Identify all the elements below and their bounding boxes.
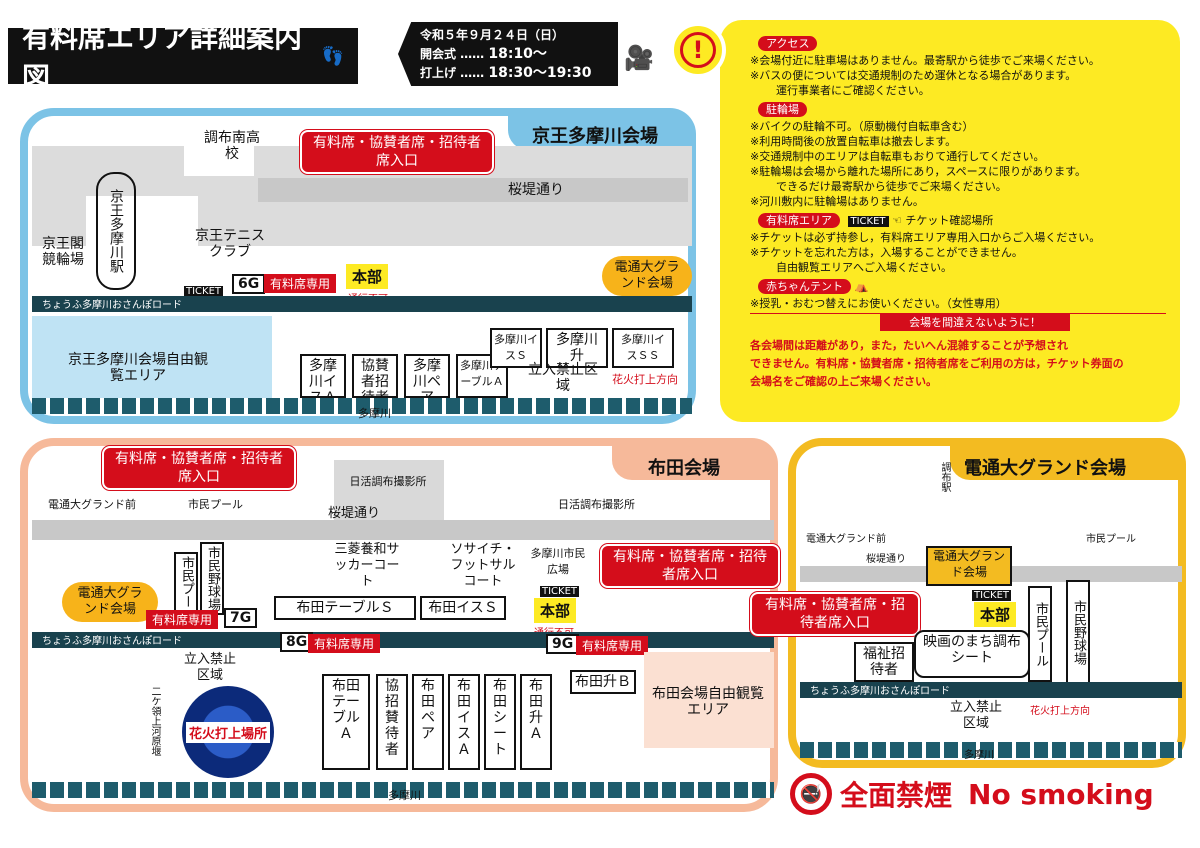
venue-title: 布田会場 (648, 458, 720, 479)
dentsu-label: 電通大グランド会場 (62, 582, 158, 622)
sakura-street (258, 178, 688, 202)
walk-road: ちょうふ多摩川おさんぽロード (32, 632, 774, 648)
seat-masu-b[interactable]: 布田升Ｂ (570, 670, 636, 694)
baby-tent-tag: 赤ちゃんテント (758, 279, 851, 294)
sakura-street (32, 520, 774, 540)
dentsu-venue-map: 電通大グランド会場 調布駅 電通大グランド前 市民プール 桜堤通り 電通大グラン… (750, 438, 1186, 768)
gate-6g: 6G (232, 274, 266, 294)
gate-7g: 7G (224, 608, 258, 628)
page-title: 有料席エリア詳細案内図 👣 (8, 21, 358, 94)
seat-isu-s[interactable]: 多摩川イスＳ (490, 328, 542, 368)
bike-tag: 駐輪場 (758, 102, 807, 117)
walk-road: ちょうふ多摩川おさんぽロード (32, 296, 692, 312)
seat-isu-a[interactable]: 多摩川イスＡ (300, 354, 346, 406)
gate-9g: 9G (546, 634, 580, 654)
keio-hq: 本部 (346, 264, 389, 289)
keio-venue-map: 京王多摩川会場 調布南高校 桜堤通り 京王多摩川駅 京王閣競輪場 京王テニスクラ… (20, 108, 696, 424)
launch-site: 花火打上場所 (182, 686, 274, 778)
seat-pair[interactable]: 多摩川ペア (404, 354, 450, 406)
warning-text: 各会場間は距離があり，また，たいへん混雑することが予想され できません。有料席・… (750, 339, 1124, 388)
seat-masu[interactable]: 多摩川升 (546, 328, 608, 368)
dentsu-entry[interactable]: 有料席・協賛者席・招待者席入口 (750, 592, 920, 636)
venue-title: 京王多摩川会場 (532, 126, 658, 147)
river-wave (32, 398, 692, 414)
paid-lane: 有料席専用 (264, 274, 337, 293)
fuda-entry-east[interactable]: 有料席・協賛者席・招待者席入口 (600, 544, 780, 588)
fuda-hq: 本部 (534, 598, 577, 623)
seat-table-a[interactable]: 布田テーブルＡ (322, 674, 370, 770)
fuda-venue-map: 布田会場 日活調布撮影所 電通大グランド前 市民プール 日活調布撮影所 桜堤通り… (20, 438, 780, 812)
footprints-icon: 👣 (321, 45, 344, 67)
seat-table-a[interactable]: 多摩川テーブルＡ (456, 354, 508, 398)
warning-title: 会場を間違えないように！ (880, 314, 1070, 331)
school-label: 調布南高校 (204, 130, 260, 162)
seat-pair[interactable]: 布田ペア (412, 674, 444, 770)
ticket-badge: TICKET (184, 286, 224, 297)
station-label: 京王多摩川駅 (96, 172, 136, 290)
seat-isu-ss[interactable]: 多摩川イスＳＳ (612, 328, 674, 368)
fuda-entry-west[interactable]: 有料席・協賛者席・招待者席入口 (102, 446, 296, 490)
no-smoking-sign: 🚭 全面禁煙 No smoking (790, 770, 1180, 818)
seat-isu-a[interactable]: 布田イスＡ (448, 674, 480, 770)
seat-sponsor[interactable]: 協招賛待者 (376, 674, 408, 770)
seat-isu-s[interactable]: 布田イスＳ (420, 596, 506, 620)
no-smoking-icon: 🚭 (790, 773, 832, 815)
seat-table-s[interactable]: 布田テーブルＳ (274, 596, 416, 620)
gate-8g: 8G (280, 632, 314, 652)
pointing-hand-icon: ☜ (892, 214, 902, 227)
restricted-label: 立入禁止区域 (528, 362, 598, 394)
tennis-label: 京王テニスクラブ (195, 228, 265, 260)
keirin-label: 京王閣競輪場 (42, 236, 84, 268)
event-schedule: 令和５年９月２４日（日） 開会式 …… 18:10～ 打上げ …… 18:30～… (398, 22, 618, 86)
river-wave (32, 782, 774, 798)
exclamation-icon: ! (670, 22, 726, 78)
seat-masu-a[interactable]: 布田升Ａ (520, 674, 552, 770)
seat-sheet[interactable]: 布田シート (484, 674, 516, 770)
venue-box: 電通大グランド会場 (926, 546, 1012, 586)
tent-icon: ⛺ (854, 280, 869, 293)
dentsu-hq: 本部 (974, 602, 1017, 627)
venue-title: 電通大グランド会場 (964, 458, 1126, 479)
keio-entry[interactable]: 有料席・協賛者席・招待者席入口 (300, 130, 494, 174)
river-label: 多摩川 (358, 407, 391, 420)
ticket-badge: TICKET (847, 216, 889, 227)
dentsu-label: 電通大グランド会場 (602, 256, 692, 296)
movie-camera-icon: 🎥 (624, 44, 654, 72)
seat-cinema[interactable]: 映画のまち調布シート (914, 630, 1030, 678)
seat-welfare[interactable]: 福祉招待者 (854, 642, 914, 682)
free-area-label: 京王多摩川会場自由観覧エリア (68, 352, 208, 384)
paid-area-tag: 有料席エリア (758, 213, 840, 228)
access-tag: アクセス (758, 36, 818, 51)
info-panel: アクセス ※会場付近に駐車場はありません。最寄駅から徒歩でご来場ください。 ※バ… (720, 20, 1180, 422)
seat-sponsor[interactable]: 協賛者招待者 (352, 354, 398, 406)
fireworks-direction: 花火打上方向 (612, 373, 678, 386)
